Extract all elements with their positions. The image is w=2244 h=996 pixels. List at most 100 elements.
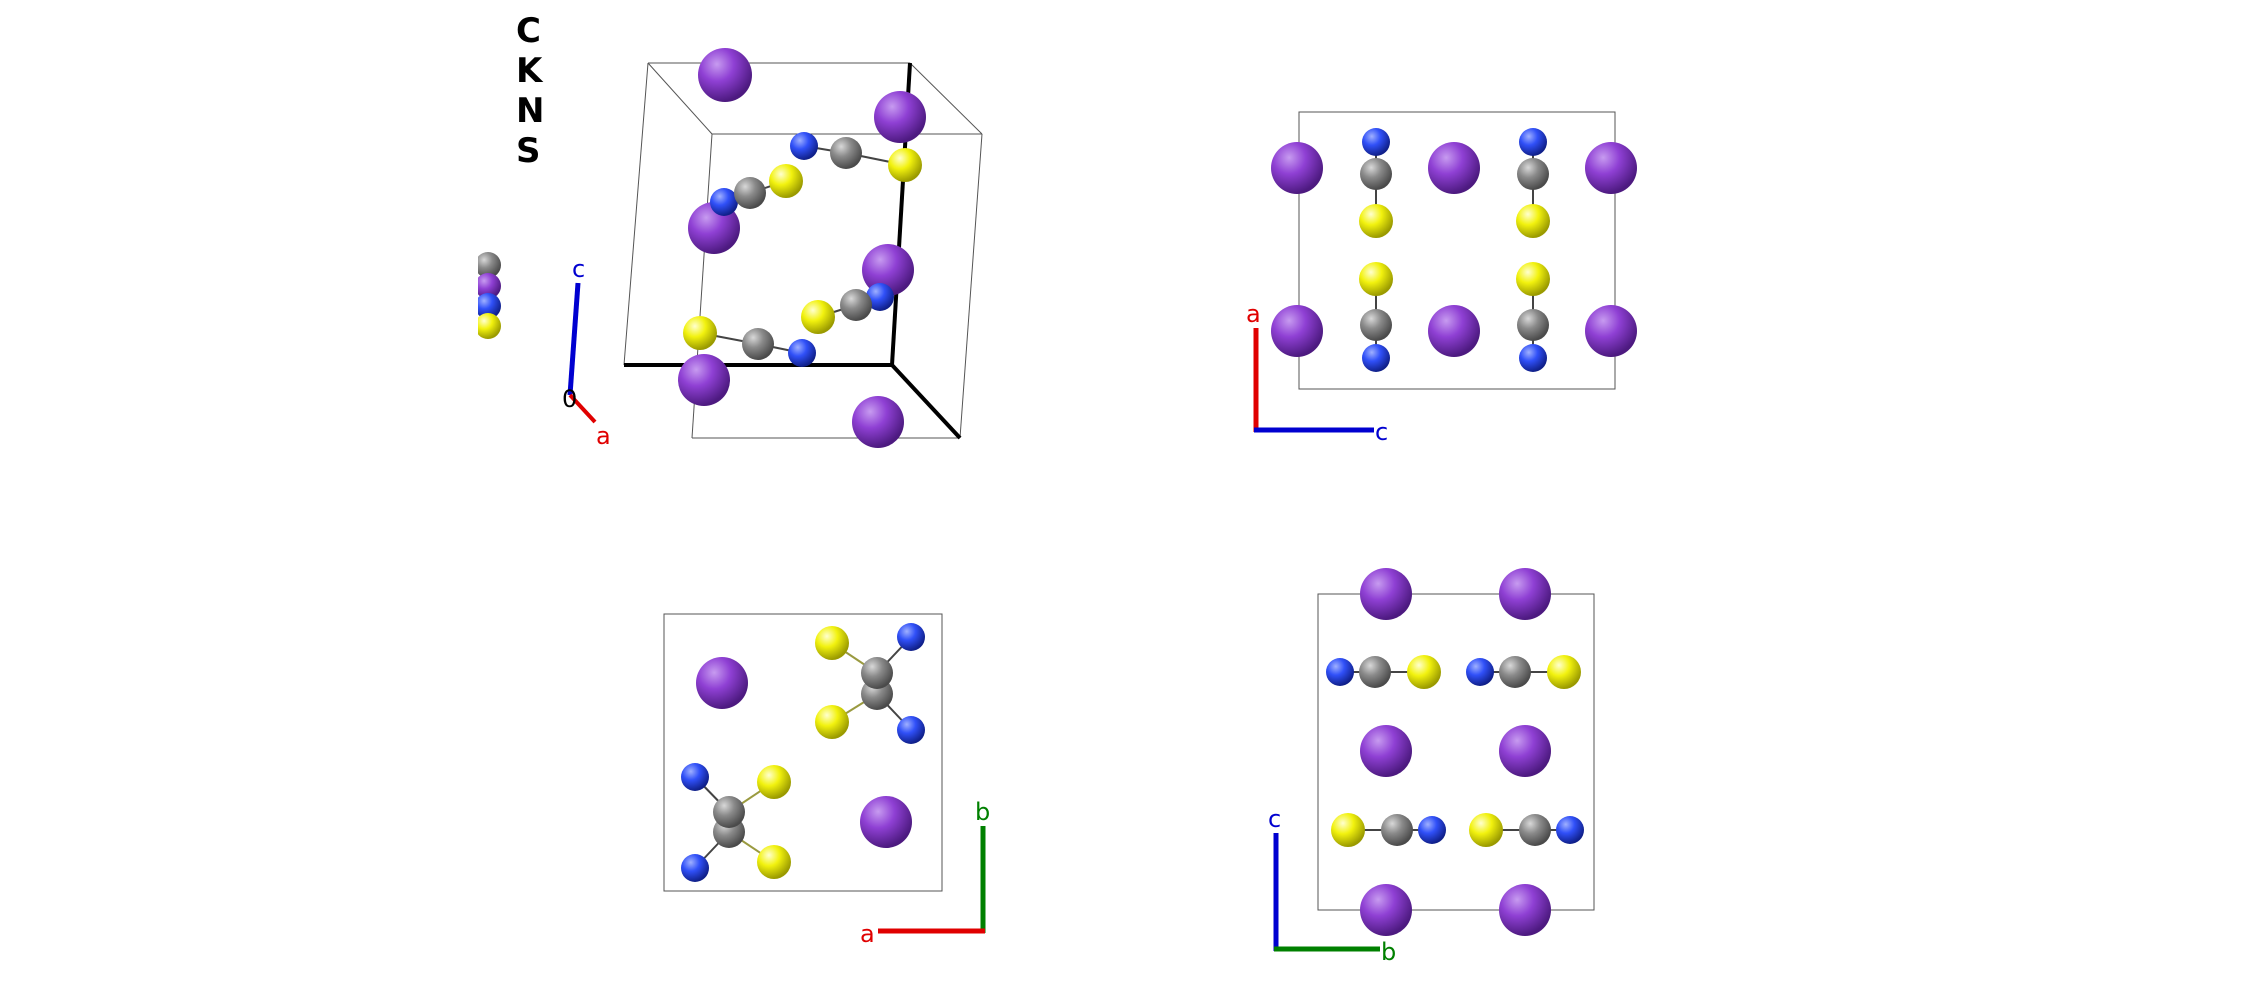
n-atom: [1466, 658, 1494, 686]
k-atom: [1499, 725, 1551, 777]
s-atom: [769, 164, 803, 198]
s-atom: [801, 300, 835, 334]
k-atom: [860, 796, 912, 848]
c-atom: [1360, 158, 1392, 190]
k-atom: [1360, 725, 1412, 777]
element-legend: C K N S: [400, 11, 544, 350]
n-atom: [897, 716, 925, 744]
s-atom: [815, 705, 849, 739]
unit-cell-box: [663, 613, 943, 892]
k-atom: [874, 91, 926, 143]
k-atom: [698, 48, 752, 102]
legend-label-n: N: [516, 91, 544, 131]
panel-perspective: c 0 a: [562, 48, 983, 450]
c-atom: [713, 796, 745, 828]
legend-label-s: S: [516, 131, 541, 171]
atoms-view-b: [1271, 128, 1637, 372]
legend-swatch-k: [475, 273, 501, 299]
n-atom: [788, 339, 816, 367]
axis-c-label: c: [572, 255, 585, 283]
k-atom: [696, 657, 748, 709]
s-atom: [757, 845, 791, 879]
axis-indicator-perspective: c 0 a: [562, 255, 611, 450]
k-atom: [1271, 305, 1323, 357]
s-atom: [1359, 262, 1393, 296]
legend-swatch-c: [475, 252, 501, 278]
s-atom: [683, 316, 717, 350]
legend-label-c: C: [516, 11, 541, 51]
legend-label-k: K: [516, 51, 544, 91]
c-atom: [1359, 656, 1391, 688]
c-atom: [1517, 158, 1549, 190]
legend-swatch-n: [475, 293, 501, 319]
s-atom: [1407, 655, 1441, 689]
legend-swatch-s: [475, 313, 501, 339]
k-atom: [862, 244, 914, 296]
axis-c-label: c: [1268, 805, 1281, 833]
axis-indicator-view-c: b a: [860, 798, 990, 948]
s-atom: [1469, 813, 1503, 847]
axis-indicator-view-a: c b: [1268, 805, 1396, 966]
s-atom: [1547, 655, 1581, 689]
atoms-perspective: [678, 48, 926, 448]
unit-cell-box: [1317, 593, 1595, 911]
axis-a-label: a: [1246, 300, 1261, 328]
n-atom: [897, 623, 925, 651]
axis-a-label: a: [596, 422, 611, 450]
k-atom: [1585, 142, 1637, 194]
axis-b-label: b: [975, 798, 990, 826]
c-atom: [734, 177, 766, 209]
c-atom: [830, 137, 862, 169]
n-atom: [1362, 128, 1390, 156]
n-atom: [866, 283, 894, 311]
s-atom: [1359, 204, 1393, 238]
c-atom: [1381, 814, 1413, 846]
k-atom: [1428, 142, 1480, 194]
atoms-view-a: [1326, 568, 1584, 936]
panel-view-c: b a: [663, 613, 990, 948]
c-atom: [1519, 814, 1551, 846]
k-atom: [1428, 305, 1480, 357]
s-atom: [815, 626, 849, 660]
n-atom: [710, 188, 738, 216]
atoms-view-c: [681, 623, 925, 882]
panel-view-b: a c: [1246, 111, 1637, 446]
unit-cell-box: [623, 62, 983, 439]
s-atom: [1516, 262, 1550, 296]
panel-view-a: c b: [1268, 568, 1595, 966]
s-atom: [888, 148, 922, 182]
axis-origin-label: 0: [562, 385, 577, 413]
n-atom: [1556, 816, 1584, 844]
c-atom: [1517, 309, 1549, 341]
s-atom: [757, 765, 791, 799]
c-atom: [1360, 309, 1392, 341]
k-atom: [1271, 142, 1323, 194]
c-atom: [861, 657, 893, 689]
axis-a-line: [568, 393, 597, 424]
k-atom: [1499, 568, 1551, 620]
n-atom: [1326, 658, 1354, 686]
k-atom: [1360, 884, 1412, 936]
k-atom: [852, 396, 904, 448]
axis-indicator-view-b: a c: [1246, 300, 1388, 446]
n-atom: [1519, 344, 1547, 372]
c-atom: [742, 328, 774, 360]
k-atom: [1499, 884, 1551, 936]
n-atom: [1418, 816, 1446, 844]
axis-c-label: c: [1375, 418, 1388, 446]
s-atom: [1331, 813, 1365, 847]
k-atom: [1585, 305, 1637, 357]
s-atom: [1516, 204, 1550, 238]
n-atom: [790, 132, 818, 160]
k-atom: [1360, 568, 1412, 620]
axis-c-line: [567, 282, 581, 396]
axis-a-label: a: [860, 920, 875, 948]
axis-b-label: b: [1381, 938, 1396, 966]
n-atom: [1519, 128, 1547, 156]
k-atom: [678, 354, 730, 406]
unit-cell-box: [1298, 111, 1616, 390]
n-atom: [681, 854, 709, 882]
c-atom: [840, 289, 872, 321]
n-atom: [681, 763, 709, 791]
